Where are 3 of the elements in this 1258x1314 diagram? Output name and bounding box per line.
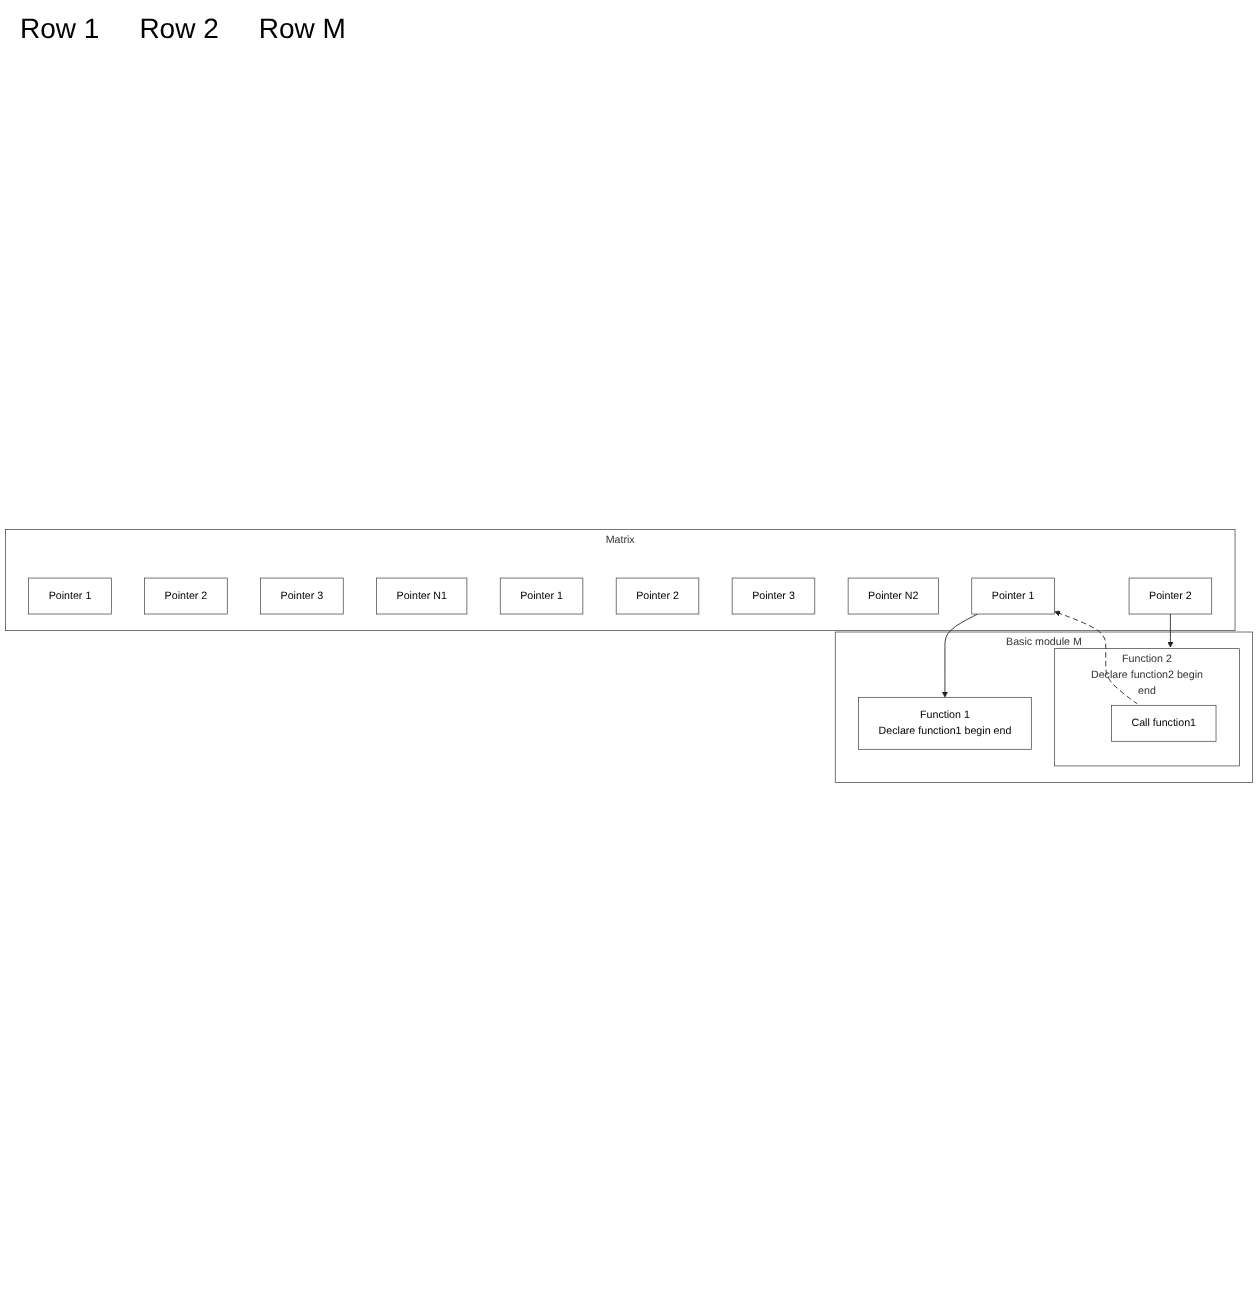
row-label: Row 1: [20, 12, 100, 44]
row-label: Row M: [258, 12, 346, 44]
row-label: Row 2: [139, 12, 219, 44]
